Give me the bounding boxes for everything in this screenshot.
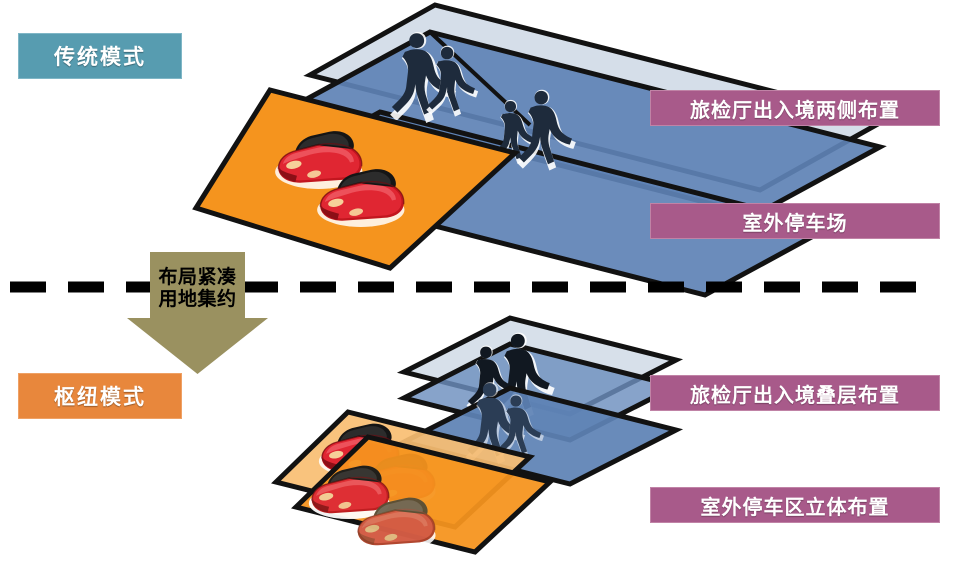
arrow-caption-line2: 用地集约 [158, 288, 237, 310]
transition-arrow [127, 252, 268, 374]
mode-badge-hub[interactable]: 枢纽模式 [18, 373, 182, 419]
hub-parking-structure [271, 409, 556, 555]
label-inspection-hall-hub[interactable]: 旅检厅出入境叠层布置 [650, 375, 940, 411]
parking-deck-lower [291, 434, 556, 555]
label-parking-hub[interactable]: 室外停车区立体布置 [650, 487, 940, 523]
arrow-caption-line1: 布局紧凑 [158, 265, 237, 288]
traditional-parking-lot [192, 87, 521, 271]
arrow-caption: 布局紧凑 用地集约 [140, 257, 255, 319]
label-inspection-hall-traditional[interactable]: 旅检厅出入境两侧布置 [650, 90, 940, 126]
mode-badge-traditional[interactable]: 传统模式 [18, 33, 182, 79]
hub-inspection-hall [396, 315, 684, 487]
label-parking-traditional[interactable]: 室外停车场 [650, 203, 940, 239]
